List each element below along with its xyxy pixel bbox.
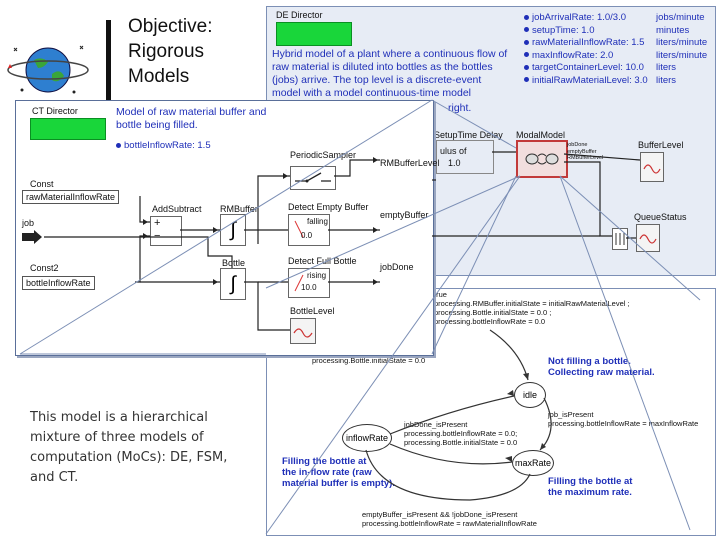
partial-label-a: ulus of [440, 146, 467, 156]
rm-buffer-integrator[interactable]: ∫ [220, 214, 246, 246]
de-director-icon[interactable] [276, 22, 352, 46]
ct-param-row[interactable]: bottleInflowRate: 1.5 [116, 140, 211, 153]
const2-actor[interactable]: bottleInflowRate [22, 276, 95, 290]
const-actor[interactable]: rawMaterialInflowRate [22, 190, 120, 204]
slide-title: Objective: Rigorous Models [128, 16, 213, 87]
fsm-idle-comment: Not filling a bottle. Collecting raw mat… [548, 356, 655, 378]
param-row[interactable]: initialRawMaterialLevel: 3.0 [524, 75, 654, 88]
param-row[interactable]: jobArrivalRate: 1.0/3.0 [524, 12, 654, 25]
fsm-job-present-transition: job_isPresent processing.bottleInflowRat… [548, 410, 699, 428]
de-director-label: DE Director [276, 10, 323, 20]
bottle-level-plot-icon[interactable] [290, 318, 316, 344]
rm-buffer-label: RMBuffer [220, 204, 258, 214]
de-parameter-units: jobs/minute minutes liters/minute liters… [656, 12, 714, 87]
queue-status-label: QueueStatus [634, 212, 687, 222]
job-port-icon[interactable] [22, 230, 44, 249]
param-unit: liters/minute [656, 49, 708, 61]
queue-status-plot-icon[interactable] [636, 224, 660, 252]
fsm-init-transition-2: processing.Bottle.initialState = 0.0 [312, 356, 426, 365]
rm-buffer-level-port-label: RMBufferLevel [380, 158, 440, 168]
empty-buffer-port-label: emptyBuffer [380, 210, 429, 220]
buffer-level-plot-icon[interactable] [640, 152, 664, 182]
modal-model-label: ModalModel [516, 130, 566, 140]
detect-full-actor[interactable]: rising 10.0 [288, 268, 330, 298]
param-row[interactable]: rawMaterialInflowRate: 1.5 [524, 37, 654, 50]
param-unit: liters/minute [656, 37, 708, 48]
param-row[interactable]: setupTime: 1.0 [524, 25, 654, 38]
bullet-icon [524, 27, 529, 33]
param-unit: jobs/minute [656, 12, 705, 23]
fsm-empty-transition: emptyBuffer_isPresent && !jobDone_isPres… [362, 510, 537, 528]
detect-empty-label: Detect Empty Buffer [288, 202, 369, 212]
param-unit: liters [656, 74, 677, 86]
fsm-max-comment: Filling the bottle at the maximum rate. [548, 476, 633, 498]
setup-time-delay-label: SetupTime Delay [434, 130, 503, 140]
detect-empty-actor[interactable]: falling 0.0 [288, 214, 330, 246]
queue-actor[interactable] [612, 228, 628, 250]
de-parameter-list: jobArrivalRate: 1.0/3.0 setupTime: 1.0 r… [524, 12, 654, 87]
setup-time-delay-actor[interactable] [436, 140, 494, 174]
param-unit: minutes [656, 24, 690, 36]
param-unit: liters [656, 62, 677, 73]
detect-full-label: Detect Full Bottle [288, 256, 357, 266]
job-done-port-label: jobDone [380, 262, 414, 272]
partial-label-b: 1.0 [448, 158, 461, 168]
bottle-integrator[interactable]: ∫ [220, 268, 246, 300]
fsm-init-transition: true processing.RMBuffer.initialState = … [434, 290, 630, 326]
add-subtract-actor[interactable]: + − [150, 216, 182, 246]
bullet-icon [116, 142, 121, 148]
ct-director-icon[interactable] [30, 118, 106, 140]
state-max-rate[interactable]: maxRate [512, 450, 554, 476]
ct-director-label: CT Director [32, 106, 78, 116]
de-description-tail: right. [448, 102, 472, 114]
slide-caption: This model is a hierarchical mixture of … [30, 410, 228, 485]
fsm-job-done-transition: jobDone_isPresent processing.bottleInflo… [404, 420, 518, 447]
de-description: Hybrid model of a plant where a continuo… [272, 48, 508, 99]
const-label: Const [30, 179, 54, 189]
fsm-inflow-comment: Filling the bottle at the in-flow rate (… [282, 456, 395, 489]
modal-model-actor[interactable] [516, 140, 568, 178]
const2-label: Const2 [30, 263, 59, 273]
bullet-icon [524, 14, 529, 20]
title-divider [106, 20, 111, 102]
buffer-level-label: BufferLevel [638, 140, 684, 150]
state-idle[interactable]: idle [514, 382, 546, 408]
ct-description: Model of raw material buffer and bottle … [116, 106, 267, 131]
param-row[interactable]: targetContainerLevel: 10.0 [524, 62, 654, 75]
add-subtract-label: AddSubtract [152, 204, 202, 214]
bottle-level-label: BottleLevel [290, 306, 335, 316]
bullet-icon [524, 52, 529, 58]
param-row[interactable]: maxInflowRate: 2.0 [524, 50, 654, 63]
state-inflow-rate[interactable]: inflowRate [342, 424, 392, 452]
periodic-sampler-label: PeriodicSampler [290, 150, 357, 160]
job-port-label: job [22, 218, 35, 228]
bullet-icon [524, 64, 529, 70]
bullet-icon [524, 77, 529, 83]
bottle-label: Bottle [222, 258, 246, 268]
bullet-icon [524, 39, 529, 45]
globe-icon [4, 38, 92, 100]
periodic-sampler-actor[interactable] [290, 166, 336, 190]
